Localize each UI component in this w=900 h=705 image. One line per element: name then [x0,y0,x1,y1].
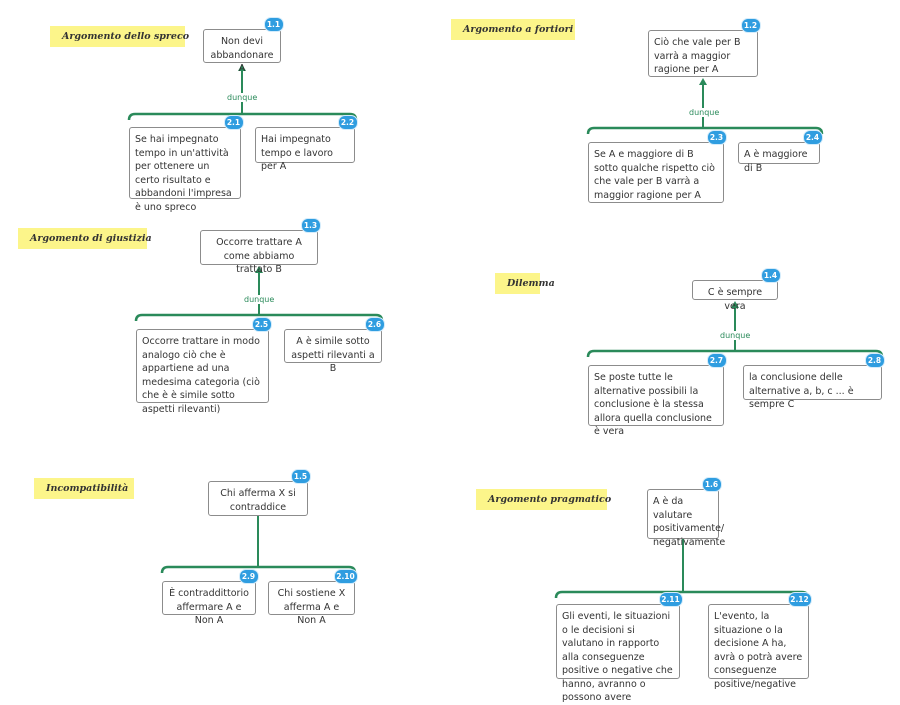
node-number-badge: 2.4 [802,129,823,145]
premise-node[interactable]: A è maggiore di B [738,142,820,174]
conclusion-node[interactable]: C è sempre vera [692,280,778,312]
node-number-badge: 2.10 [333,568,358,584]
conclusion-node[interactable]: Occorre trattare A come abbiamo trattato… [200,230,318,275]
arrowhead [699,78,707,85]
dunque-connector-label: dunque [718,331,753,340]
node-number-badge: 1.6 [701,476,722,492]
premise-node[interactable]: Se hai impegnato tempo in un'attività pe… [129,127,241,213]
node-number-badge: 2.5 [251,316,272,332]
conclusion-node[interactable]: Ciò che vale per B varrà a maggior ragio… [648,30,758,77]
node-number-badge: 2.12 [787,591,812,607]
node-number-badge: 2.2 [337,114,358,130]
section-title-label: Dilemma [495,273,555,294]
section-title-label: Argomento a fortiori [451,19,575,40]
node-number-badge: 1.4 [760,267,781,283]
node-number-badge: 2.6 [364,316,385,332]
conclusion-node[interactable]: A è da valutare positivamente/ negativam… [647,489,725,548]
node-number-badge: 1.5 [290,468,311,484]
premise-node[interactable]: Hai impegnato tempo e lavoro per A [255,127,355,172]
arrowhead [238,64,246,71]
node-number-badge: 2.3 [706,129,727,145]
section-title-label: Argomento pragmatico [476,489,611,510]
premise-bracket [586,126,824,135]
node-number-badge: 2.8 [864,352,885,368]
node-number-badge: 2.7 [706,352,727,368]
node-number-badge: 2.9 [238,568,259,584]
premise-node[interactable]: Gli eventi, le situazioni o le decisioni… [556,604,680,703]
premise-node[interactable]: Se A e maggiore di B sotto qualche rispe… [588,142,724,203]
arrowhead [731,301,739,308]
dunque-connector-label: dunque [687,108,722,117]
premise-node[interactable]: Chi sostiene X afferma A e Non A [268,581,355,626]
section-title-label: Argomento di giustizia [18,228,152,249]
node-number-badge: 2.11 [658,591,683,607]
node-number-badge: 1.3 [300,217,321,233]
section-title-label: Incompatibilità [34,478,134,499]
premise-node[interactable]: Occorre trattare in modo analogo ciò che… [136,329,269,415]
premise-node[interactable]: L'evento, la situazione o la decisione A… [708,604,809,690]
dunque-connector-label: dunque [225,93,260,102]
conclusion-node[interactable]: Chi afferma X si contraddice [208,481,308,516]
dunque-connector-label: dunque [242,295,277,304]
arrowhead [255,266,263,273]
premise-node[interactable]: A è simile sotto aspetti rilevanti a B [284,329,382,374]
node-number-badge: 1.1 [263,16,284,32]
premise-bracket [586,349,884,358]
premise-bracket [160,565,357,574]
premise-node[interactable]: Se poste tutte le alternative possibili … [588,365,724,437]
premise-node[interactable]: la conclusione delle alternative a, b, c… [743,365,882,410]
conclusion-node[interactable]: Non devi abbandonare A [203,29,281,74]
premise-node[interactable]: È contraddittorio affermare A e Non A [162,581,256,626]
node-number-badge: 2.1 [223,114,244,130]
section-title-label: Argomento dello spreco [50,26,189,47]
node-number-badge: 1.2 [740,17,761,33]
